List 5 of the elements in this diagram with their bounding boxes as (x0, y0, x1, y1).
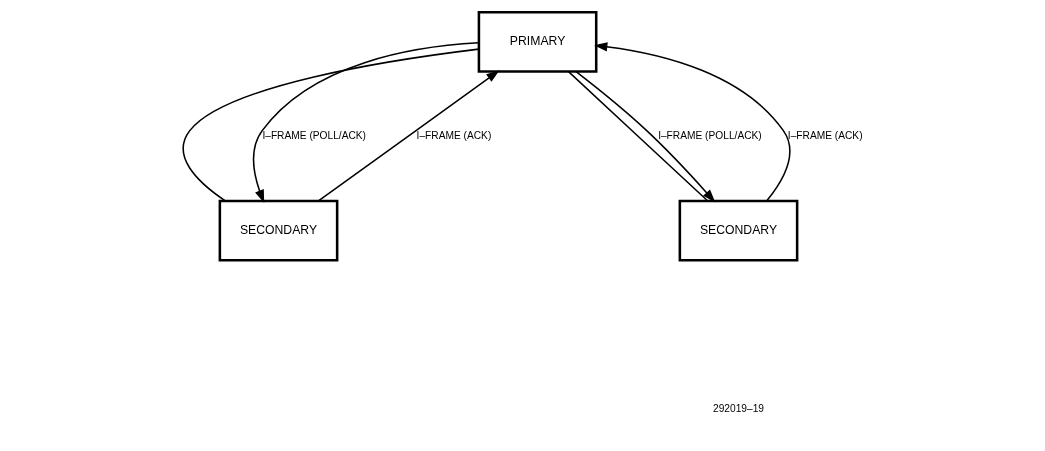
label: 292019–19 (712, 402, 764, 414)
edge-label: I–FRAME (POLL/ACK) (657, 129, 762, 141)
edge-label: I–FRAME (ACK) (787, 129, 863, 141)
edge-label: I–FRAME (POLL/ACK) (261, 129, 366, 141)
edge-label: I–FRAME (ACK) (416, 129, 491, 141)
